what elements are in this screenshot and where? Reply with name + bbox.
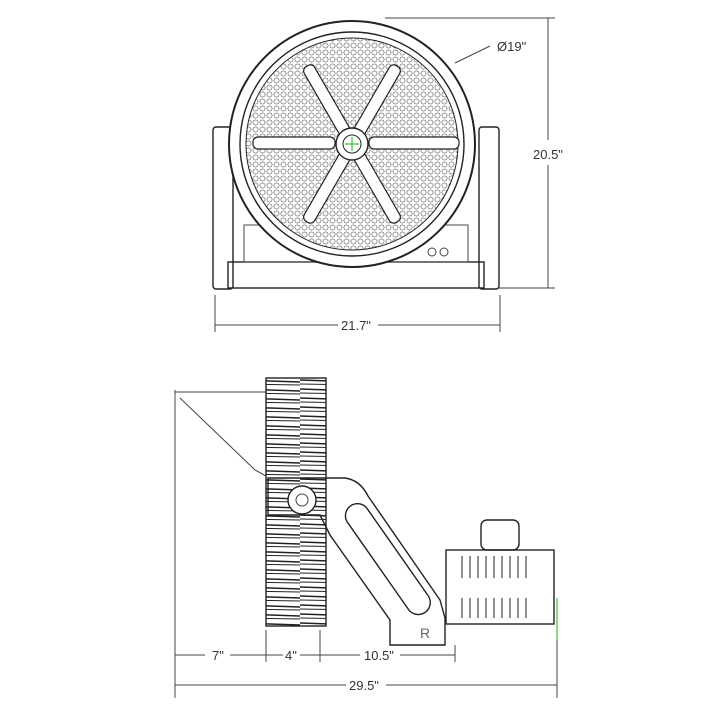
- lens-spokes: [252, 64, 460, 224]
- total-length-label: 29.5": [349, 678, 379, 693]
- connector-2: [439, 247, 449, 257]
- housing-inner-ring: [239, 31, 465, 257]
- dim-heatsink: 4": [285, 648, 297, 663]
- crosshair-icon: [345, 137, 359, 151]
- driver-box: [445, 549, 555, 625]
- bracket-marking: R: [420, 625, 430, 641]
- side-dimensions: 7" 4" 10.5" 29.5": [174, 390, 558, 698]
- mounting-arm: [267, 477, 446, 646]
- photocell: [480, 519, 520, 551]
- arm-slot: [344, 502, 431, 616]
- dim-arm: 10.5": [364, 648, 394, 663]
- pivot-bolt: [295, 493, 309, 507]
- front-dimensions: 20.5" Ø19" 21.7": [214, 17, 563, 333]
- visor-outline: [175, 391, 267, 477]
- diameter-label: Ø19": [497, 39, 527, 54]
- side-view: R: [175, 377, 558, 646]
- driver-fins: [461, 556, 527, 618]
- dim-visor: 7": [212, 648, 224, 663]
- pivot-knob: [287, 485, 317, 515]
- connector-1: [427, 247, 437, 257]
- front-view: [212, 20, 500, 290]
- right-yoke-arm: [478, 126, 500, 290]
- left-yoke-arm: [212, 126, 234, 290]
- height-label: 20.5": [533, 147, 563, 162]
- width-label: 21.7": [341, 318, 371, 333]
